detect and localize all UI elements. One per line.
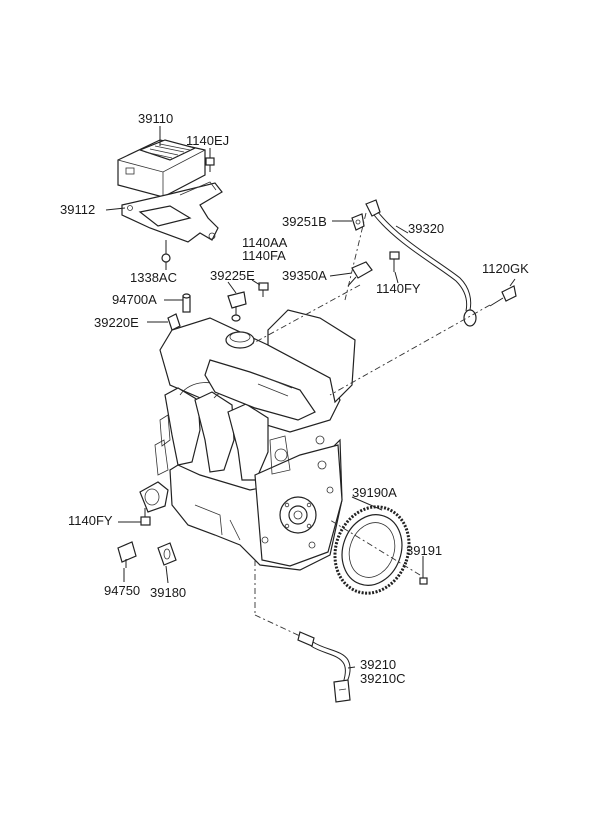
- bracket-bolt: [161, 240, 171, 263]
- label-39210c: 39210C: [360, 671, 406, 686]
- label-39112: 39112: [60, 202, 96, 217]
- sensor-39350a: [347, 261, 373, 287]
- label-39251b: 39251B: [282, 214, 327, 229]
- sensor-harness: [365, 199, 477, 327]
- sensor-39210: [297, 631, 351, 703]
- bolt-1140fy-top: [389, 251, 400, 272]
- sensor-39220e: [167, 313, 181, 331]
- label-39220e: 39220E: [94, 315, 139, 330]
- leader-lines: [105, 126, 516, 669]
- bolt-1120gk: [489, 285, 517, 307]
- label-39191: 39191: [406, 543, 443, 558]
- label-39350a: 39350A: [282, 268, 327, 283]
- engine-block: [139, 309, 356, 571]
- ring-gear: [333, 505, 411, 595]
- label-1140aa: 1140AA: [242, 235, 288, 250]
- label-39320: 39320: [408, 221, 445, 236]
- bolt-1140fy-left: [140, 508, 151, 526]
- bolt-1140aa: [258, 282, 269, 297]
- sender-94750: [117, 541, 137, 568]
- label-1338ac: 1338AC: [130, 270, 177, 285]
- label-39190a: 39190A: [352, 485, 397, 500]
- label-1140fy-top: 1140FY: [376, 281, 421, 296]
- label-39210: 39210: [360, 657, 397, 672]
- sensor-39251b: [351, 213, 365, 231]
- label-39180: 39180: [150, 585, 187, 600]
- label-1140fy-left: 1140FY: [68, 513, 113, 528]
- label-1140fa: 1140FA: [242, 248, 286, 263]
- ecu-module: [117, 139, 206, 198]
- label-94750: 94750: [104, 583, 141, 598]
- label-1120gk: 1120GK: [482, 261, 529, 276]
- bolt-39191: [419, 572, 428, 585]
- sensor-39180: [157, 542, 177, 566]
- label-39110: 39110: [138, 111, 174, 126]
- sensor-39225e: [227, 291, 247, 322]
- ecu-bracket: [121, 181, 223, 243]
- label-94700a: 94700A: [112, 292, 157, 307]
- ecu-bolt: [205, 157, 215, 172]
- label-1140ej: 1140EJ: [186, 133, 230, 148]
- label-39225e: 39225E: [210, 268, 255, 283]
- plug-94700a: [182, 293, 191, 313]
